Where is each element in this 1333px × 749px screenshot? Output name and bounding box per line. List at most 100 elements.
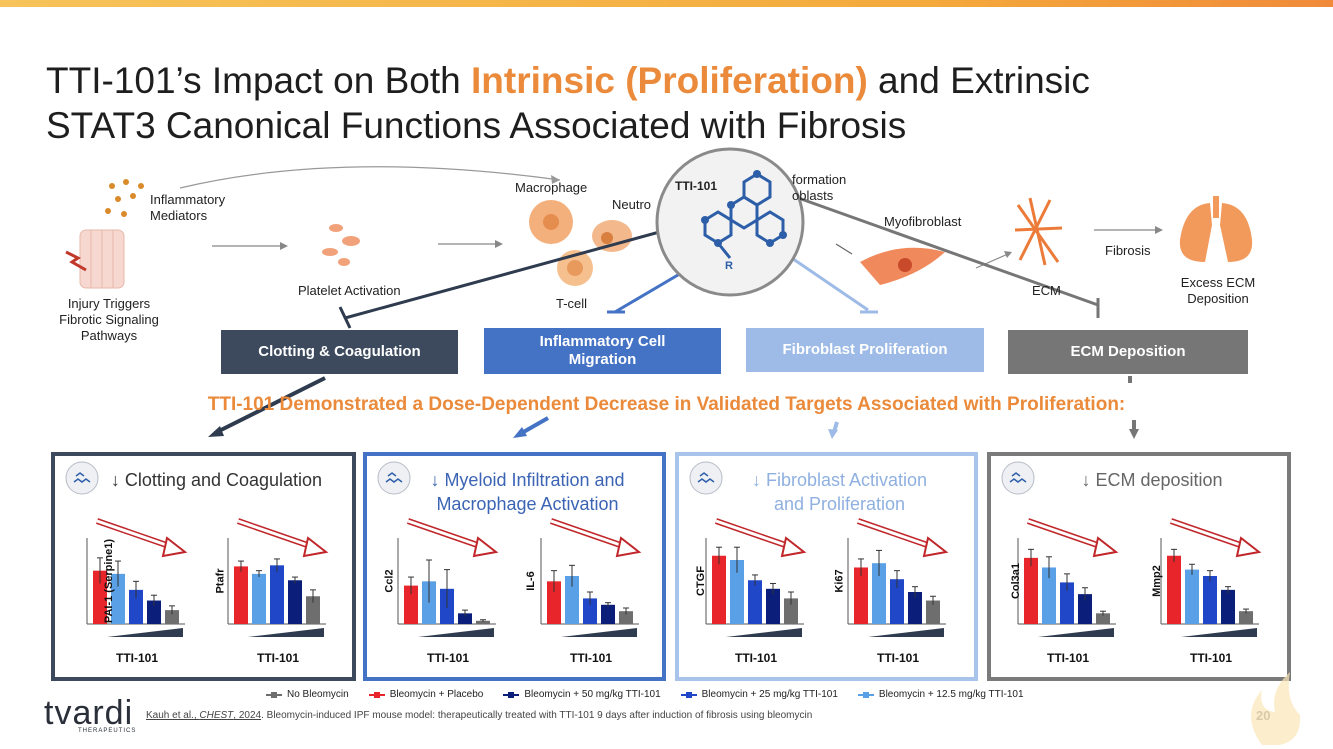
legend-item: Bleomycin + Placebo (368, 689, 484, 700)
bar (147, 600, 161, 624)
bar (712, 555, 726, 624)
label-ecm: ECM (1032, 283, 1061, 298)
bar (234, 566, 248, 624)
trend-arrow-inner (1027, 519, 1107, 550)
legend-swatch (368, 691, 385, 698)
legend: No Bleomycin Bleomycin + Placebo Bleomyc… (266, 689, 1024, 700)
label-excess-ecm: Excess ECM Deposition (1180, 275, 1256, 306)
bar (583, 598, 597, 624)
legend-label: Bleomycin + Placebo (389, 689, 484, 700)
arc-arrow-head (551, 175, 560, 184)
bar (926, 600, 940, 624)
bar (766, 588, 780, 624)
top-accent-bar (0, 0, 1333, 7)
bar (1024, 557, 1038, 624)
legend-swatch (266, 691, 282, 698)
inhibit-line-ecm (789, 193, 1099, 307)
label-inflammatory-mediators: Inflammatory Mediators (150, 192, 226, 223)
label-neutrophil: Neutro (612, 197, 652, 212)
bar (252, 573, 266, 624)
legend-item: No Bleomycin (266, 689, 349, 700)
trend-arrow-head (472, 536, 499, 558)
bar (1185, 569, 1199, 624)
label-drug: TTI-101 (675, 179, 718, 193)
bar (288, 580, 302, 624)
trend-arrow-inner (237, 519, 317, 550)
label-tcell: T-cell (556, 296, 588, 311)
trend-arrow-inner (857, 519, 937, 550)
citation-author[interactable]: Kauh et al., (146, 710, 200, 721)
trend-arrow-inner (715, 519, 795, 550)
bar (601, 604, 615, 624)
dose-wedge (561, 628, 637, 637)
trend-arrow-head (161, 536, 188, 558)
dose-wedge (1038, 628, 1114, 637)
x-axis-label: TTI-101 (734, 651, 777, 665)
legend-swatch (503, 691, 520, 698)
bar (165, 610, 179, 624)
citation: Kauh et al., CHEST, 2024. Bleomycin-indu… (146, 710, 812, 721)
bar (111, 573, 125, 624)
legend-swatch (680, 691, 697, 698)
citation-year[interactable]: , 2024 (233, 710, 262, 721)
mediator-dots (105, 179, 144, 217)
category-clotting: Clotting & Coagulation (221, 330, 458, 374)
x-axis-label: TTI-101 (426, 651, 469, 665)
inhibit-line-fibroblast (779, 248, 869, 312)
bar (270, 565, 284, 624)
x-axis-label: TTI-101 (1189, 651, 1232, 665)
x-axis-label: TTI-101 (876, 651, 919, 665)
headline: TTI-101 Demonstrated a Dose-Dependent De… (207, 394, 1126, 415)
panel-title: ↓ Fibroblast Activation and Proliferatio… (751, 470, 928, 514)
dose-wedge (868, 628, 944, 637)
legend-item: Bleomycin + 50 mg/kg TTI-101 (503, 689, 661, 700)
ecm-icon (1014, 197, 1063, 266)
category-ecm: ECM Deposition (1008, 330, 1248, 374)
macrophage-icon (529, 200, 573, 244)
trend-arrow-inner (407, 519, 487, 550)
x-axis-label: TTI-101 (256, 651, 299, 665)
arc-connector (179, 166, 561, 189)
trend-arrow-inner (550, 519, 630, 550)
bar (1042, 567, 1056, 624)
label-platelet: Platelet Activation (298, 283, 401, 298)
panel-clotting: ↓ Clotting and Coagulation (51, 452, 356, 681)
bar (872, 563, 886, 624)
trend-arrow-head (302, 536, 329, 558)
legend-label: Bleomycin + 25 mg/kg TTI-101 (701, 689, 838, 700)
dose-wedge (1181, 628, 1257, 637)
legend-label: Bleomycin + 50 mg/kg TTI-101 (524, 689, 661, 700)
bar (854, 567, 868, 624)
trend-arrow-inner (96, 519, 176, 550)
molecule-icon (65, 461, 1035, 495)
trend-arrow-inner (1170, 519, 1250, 550)
citation-journal[interactable]: CHEST (199, 710, 234, 721)
bar (1096, 613, 1110, 624)
legend-item: Bleomycin + 12.5 mg/kg TTI-101 (857, 689, 1024, 700)
legend-item: Bleomycin + 25 mg/kg TTI-101 (680, 689, 838, 700)
bar (1221, 589, 1235, 624)
platelet-icon (322, 224, 360, 266)
label-injury: Injury Triggers Fibrotic Signaling Pathw… (59, 296, 159, 343)
dose-wedge (107, 628, 183, 637)
label-macrophage: Macrophage (515, 180, 588, 195)
inhibit-line-clotting (344, 223, 686, 320)
bar (1078, 594, 1092, 624)
lungs-icon (1179, 196, 1253, 262)
legend-label: Bleomycin + 12.5 mg/kg TTI-101 (878, 689, 1024, 700)
neutrophil-icon (592, 220, 632, 252)
trend-arrow-head (1235, 536, 1262, 558)
bar (404, 585, 418, 624)
title-highlight: Intrinsic (Proliferation) (471, 60, 868, 101)
panel-ecm: ↓ ECM deposition (987, 452, 1291, 681)
trend-arrow-head (922, 536, 949, 558)
bar (93, 570, 107, 624)
bar (890, 579, 904, 624)
title-line-2: STAT3 Canonical Functions Associated wit… (46, 105, 907, 146)
injury-tissue-icon (65, 229, 125, 289)
legend-label: No Bleomycin (287, 689, 349, 700)
bar (129, 589, 143, 624)
title-text-post: and Extrinsic (867, 60, 1090, 101)
bar (748, 580, 762, 624)
